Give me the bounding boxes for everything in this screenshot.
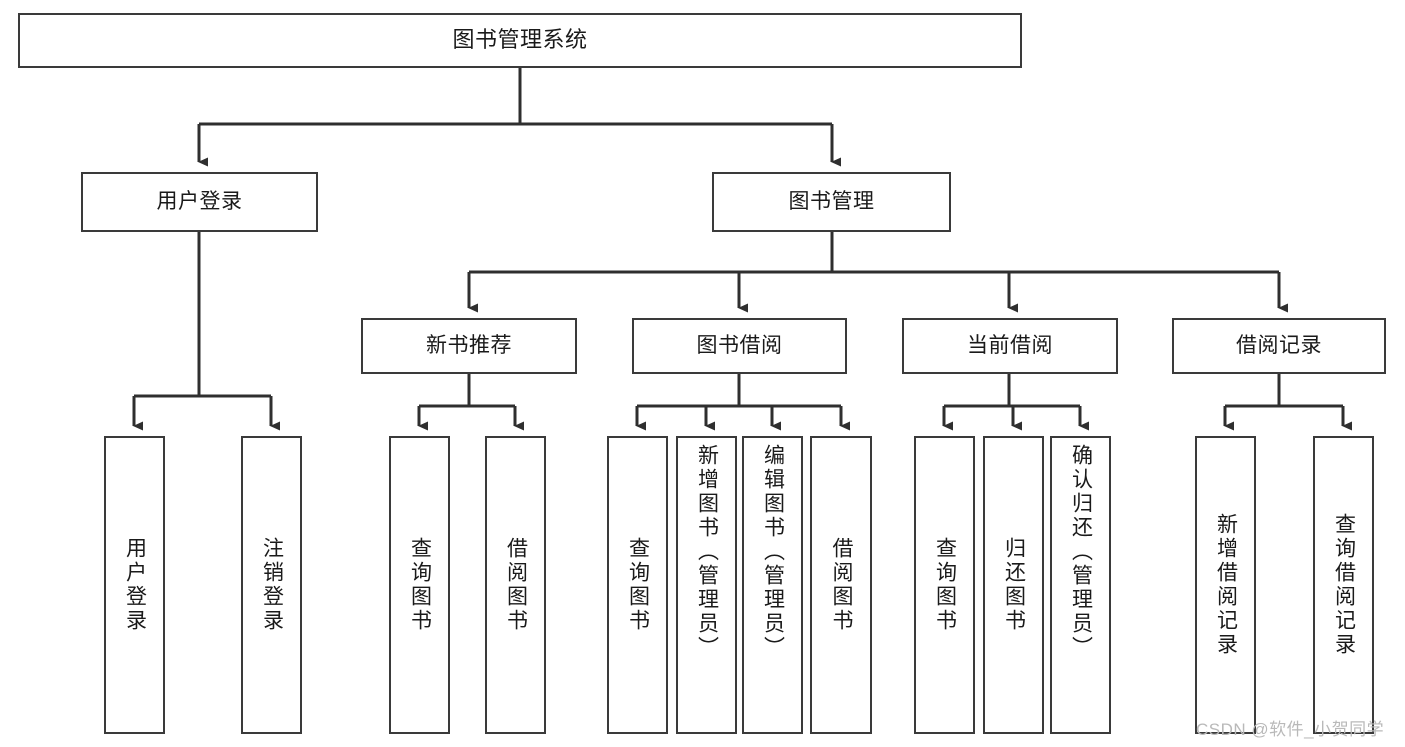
leaf-confirm-return-admin[interactable]: 确认归还（管理员） (1050, 436, 1111, 734)
node-label: 借阅图书 (504, 537, 528, 633)
node-label: 图书借阅 (696, 334, 783, 358)
node-label: 图书管理系统 (452, 27, 588, 53)
node-new-book-recommendation[interactable]: 新书推荐 (361, 318, 577, 374)
node-book-management[interactable]: 图书管理 (712, 172, 951, 232)
node-book-borrowing[interactable]: 图书借阅 (632, 318, 847, 374)
node-label: 查询图书 (408, 537, 432, 633)
node-label: 借阅记录 (1236, 334, 1322, 358)
node-label: 查询图书 (626, 537, 650, 633)
node-label: 编辑图书（管理员） (761, 444, 785, 660)
node-user-login[interactable]: 用户登录 (81, 172, 318, 232)
node-label: 确认归还（管理员） (1069, 444, 1093, 660)
leaf-borrow-books-new[interactable]: 借阅图书 (485, 436, 546, 734)
node-label: 归还图书 (1002, 537, 1026, 633)
leaf-borrow-books[interactable]: 借阅图书 (810, 436, 872, 734)
node-label: 注销登录 (260, 537, 284, 633)
node-label: 新书推荐 (426, 334, 512, 358)
leaf-query-books-new[interactable]: 查询图书 (389, 436, 450, 734)
node-label: 新增图书（管理员） (695, 444, 719, 660)
node-label: 当前借阅 (967, 334, 1053, 358)
node-label: 用户登录 (156, 190, 243, 214)
leaf-edit-book-admin[interactable]: 编辑图书（管理员） (742, 436, 803, 734)
csdn-watermark: CSDN @软件_小贺同学 (1196, 720, 1385, 739)
leaf-query-borrow-record[interactable]: 查询借阅记录 (1313, 436, 1374, 734)
node-label: 新增借阅记录 (1214, 513, 1238, 657)
leaf-user-login[interactable]: 用户登录 (104, 436, 165, 734)
node-label: 用户登录 (123, 537, 147, 633)
leaf-query-books-current[interactable]: 查询图书 (914, 436, 975, 734)
leaf-logout[interactable]: 注销登录 (241, 436, 302, 734)
leaf-add-borrow-record[interactable]: 新增借阅记录 (1195, 436, 1256, 734)
node-label: 借阅图书 (830, 537, 854, 633)
node-label: 查询图书 (933, 537, 957, 633)
node-current-borrowing[interactable]: 当前借阅 (902, 318, 1118, 374)
node-borrowing-record[interactable]: 借阅记录 (1172, 318, 1386, 374)
leaf-query-books-borrow[interactable]: 查询图书 (607, 436, 668, 734)
node-root-book-management-system[interactable]: 图书管理系统 (18, 13, 1022, 68)
leaf-add-book-admin[interactable]: 新增图书（管理员） (676, 436, 737, 734)
node-label: 图书管理 (788, 190, 875, 214)
node-label: 查询借阅记录 (1332, 513, 1356, 657)
leaf-return-books[interactable]: 归还图书 (983, 436, 1044, 734)
